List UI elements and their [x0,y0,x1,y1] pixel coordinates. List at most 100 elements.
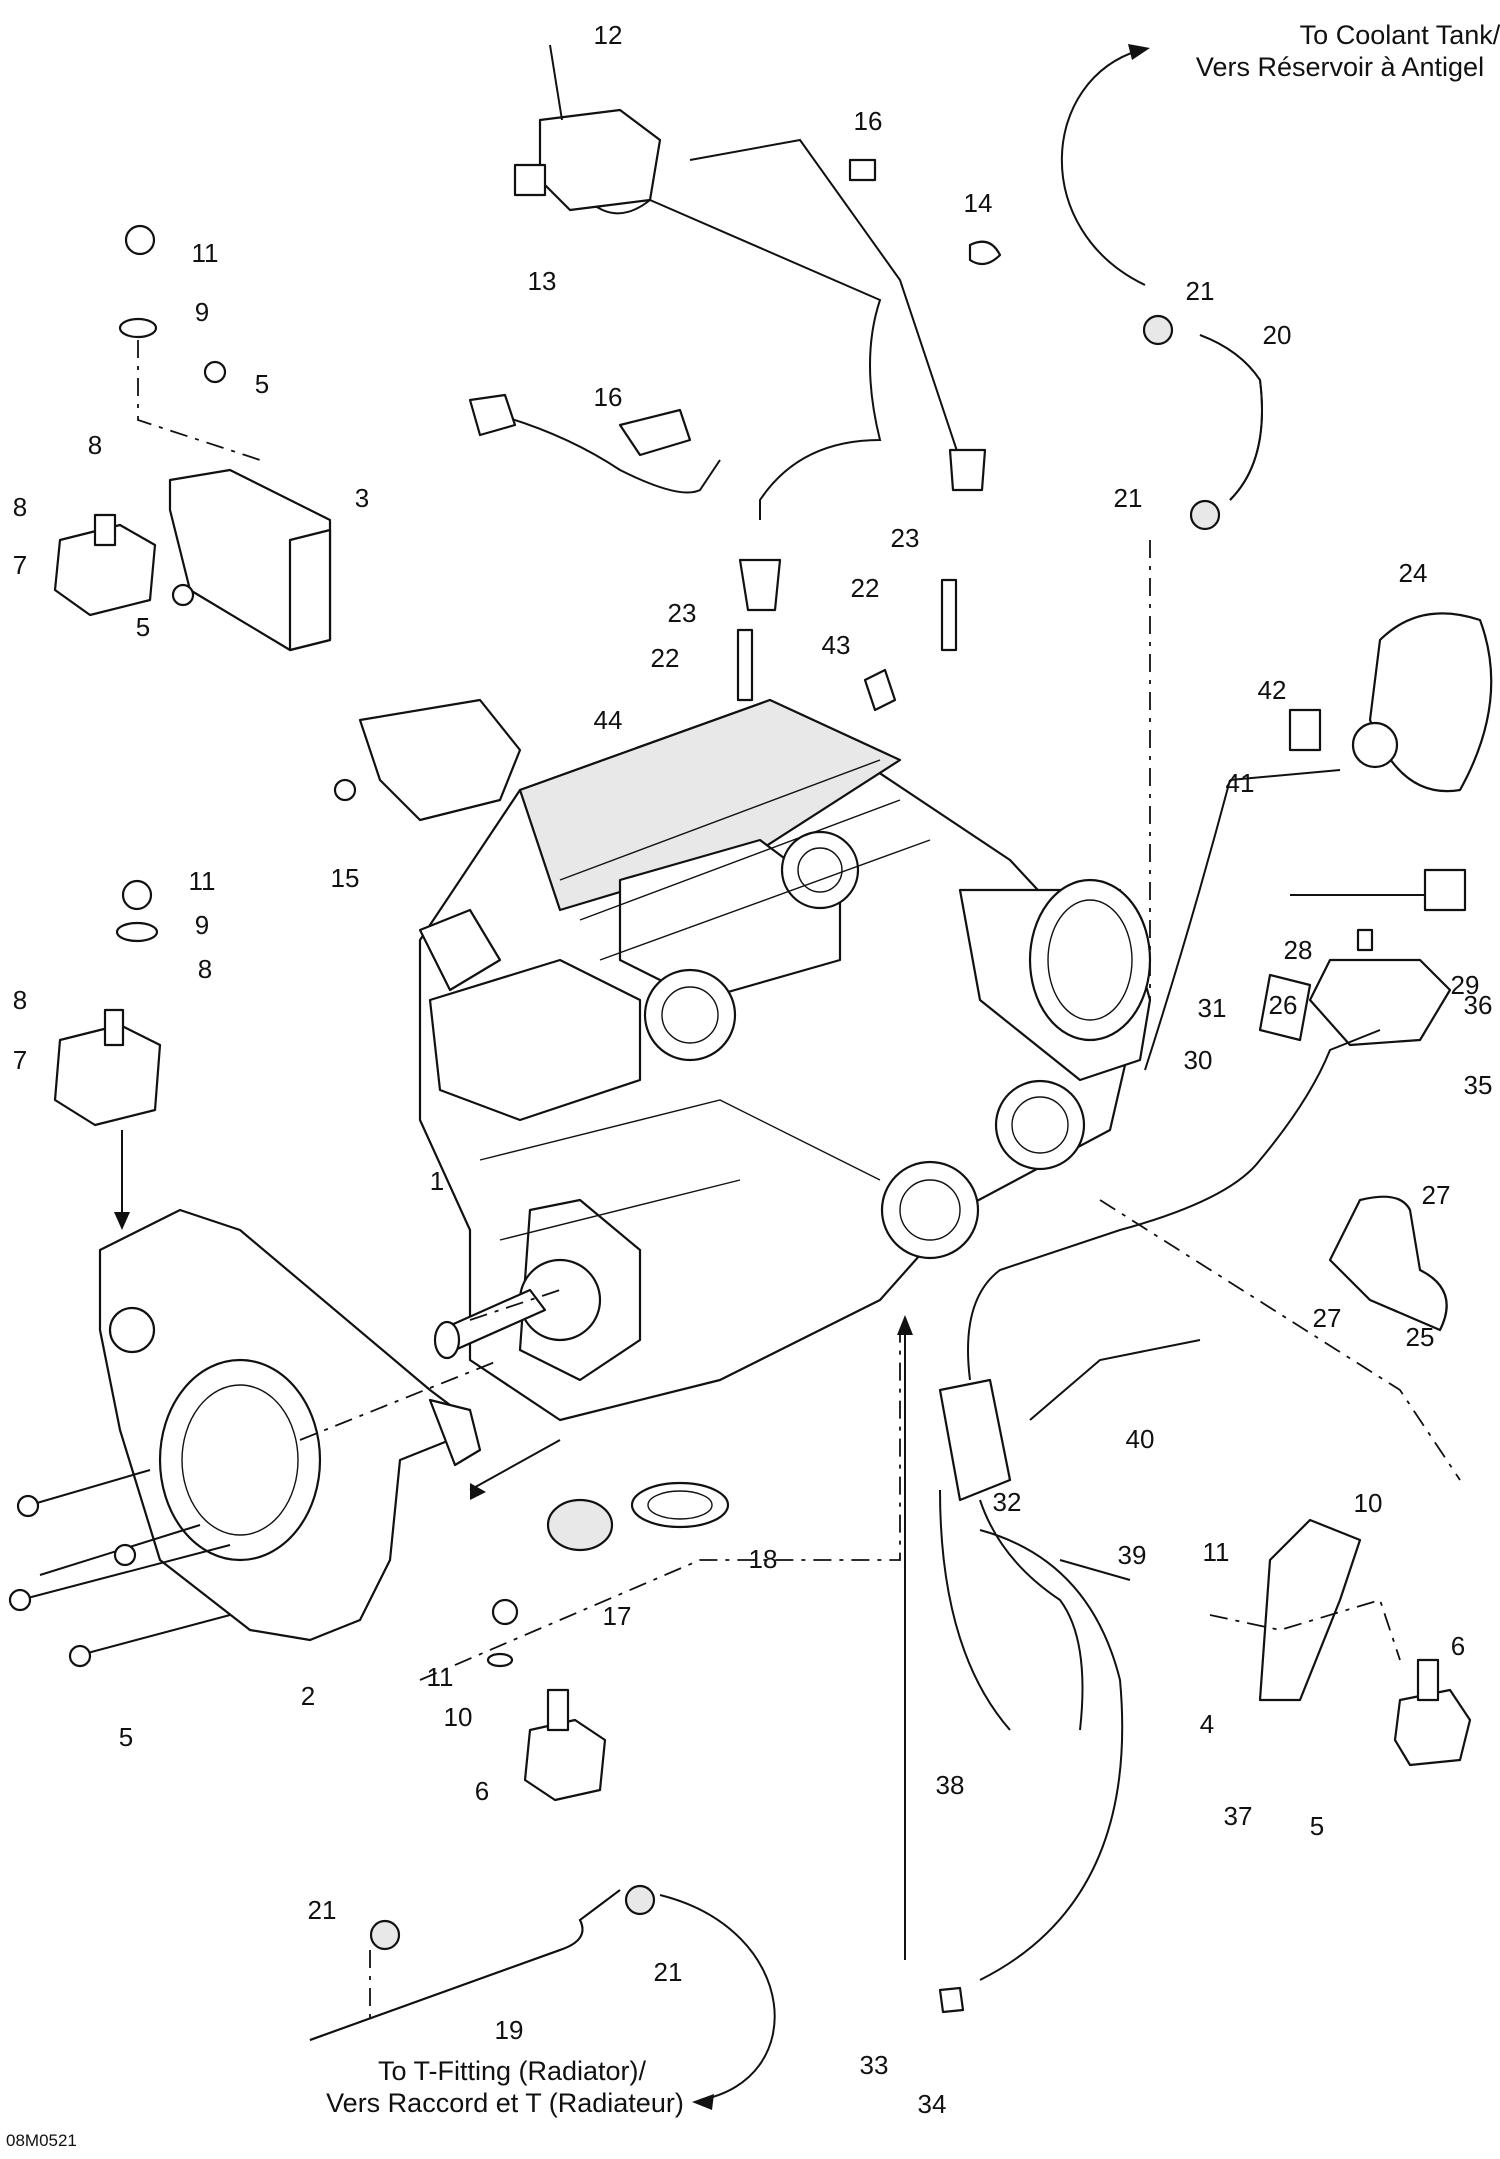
connector-29 [1423,868,1467,912]
fitting-43 [863,668,897,712]
spring-40 [1029,1339,1201,1421]
seal-18 [630,1481,730,1529]
sensor-16 [618,408,692,457]
callout-3: 3 [355,483,369,513]
ferrule-33 [938,1986,965,2014]
t-fitting-arrow [659,1894,776,2101]
bolt-12 [549,44,563,121]
callout-42: 42 [1258,675,1287,705]
coolant-tank-arrow [1060,49,1146,286]
callout-35: 35 [1464,1070,1493,1100]
spring-39 [1059,1559,1131,1581]
coil-connector [513,163,547,197]
dash-leader-right [1099,1199,1461,1481]
callout-11: 11 [1203,1537,1230,1567]
coolant-tank-arrowhead [1128,44,1150,60]
callout-29: 29 [1451,970,1480,1000]
coolant-tank-note-fr: Vers Réservoir à Antigel [1196,52,1484,82]
callout-6: 6 [475,1776,489,1806]
callout-1: 1 [430,1166,444,1196]
spark-plug-wire-left [559,159,882,520]
callout-5: 5 [136,612,150,642]
callout-22: 22 [851,573,880,603]
callout-32: 32 [993,1487,1022,1517]
callout-5: 5 [255,369,269,399]
callout-16: 16 [854,106,883,136]
callout-7: 7 [13,550,27,580]
callout-26: 26 [1269,990,1298,1020]
lower-mount-center [486,1598,607,1802]
cable-assembly [897,1029,1381,2014]
callout-23: 23 [891,523,920,553]
callout-20: 20 [1263,320,1292,350]
solenoid-26 [1308,958,1452,1047]
callout-18: 18 [749,1544,778,1574]
right-side-parts [1144,612,1493,1767]
drawing-code: 08M0521 [6,2131,77,2150]
callout-8: 8 [198,954,212,984]
coolant-tank-note-en: To Coolant Tank/ [1300,20,1500,50]
callout-36: 36 [1464,990,1493,1020]
callout-24: 24 [1399,558,1428,588]
bracket-4 [1258,1518,1362,1702]
callout-15: 15 [331,863,360,893]
spark-plug-cap-right [948,448,987,492]
callout-9: 9 [195,910,209,940]
callout-10: 10 [1354,1488,1383,1518]
callout-38: 38 [936,1770,965,1800]
callout-27: 27 [1313,1303,1342,1333]
sensor-bracket-15 [358,698,522,822]
callout-2: 2 [301,1681,315,1711]
callout-11: 11 [189,866,216,896]
coolant-hose-19 [309,1884,656,2041]
callout-30: 30 [1184,1045,1213,1075]
callout-31: 31 [1198,993,1227,1023]
callout-8: 8 [88,430,102,460]
callout-28: 28 [1284,935,1313,965]
callout-27: 27 [1422,1180,1451,1210]
coolant-hose-20 [1142,314,1263,531]
bushing-42 [1288,708,1322,752]
callout-4: 4 [1200,1709,1214,1739]
callout-13: 13 [528,266,557,296]
callout-41: 41 [1226,768,1255,798]
callout-10: 10 [444,1702,473,1732]
callout-17: 17 [603,1601,632,1631]
bracket-31 [1258,973,1312,1042]
callout-19: 19 [495,2015,524,2045]
callout-6: 6 [1451,1631,1465,1661]
spark-plugs [736,578,958,712]
callout-23: 23 [668,598,697,628]
knock-sensor [468,393,517,437]
clamp-14 [968,240,1002,266]
spark-plug-wire-right [689,138,961,461]
callout-21: 21 [654,1957,683,1987]
callout-25: 25 [1406,1322,1435,1352]
rope-handle-24 [1368,612,1493,793]
callout-22: 22 [651,643,680,673]
ignition-coil [538,108,662,212]
callout-11: 11 [427,1662,454,1692]
t-fitting-note-fr: Vers Raccord et T (Radiateur) [326,2088,684,2118]
spring-41 [1229,769,1341,781]
callout-40: 40 [1126,1424,1155,1454]
mount-6-right [1393,1688,1472,1767]
callout-9: 9 [195,297,209,327]
t-fitting-arrowhead [692,2094,714,2110]
callout-21: 21 [1186,276,1215,306]
callout-7: 7 [13,1045,27,1075]
callout-21: 21 [308,1895,337,1925]
callout-21: 21 [1114,483,1143,513]
sensor-harness [479,409,721,494]
callout-39: 39 [1118,1540,1147,1570]
callout-43: 43 [822,630,851,660]
callout-5: 5 [119,1722,133,1752]
plug-17 [546,1498,614,1552]
callout-14: 14 [964,188,993,218]
module-32 [938,1378,1012,1502]
t-fitting-note-en: To T-Fitting (Radiator)/ [378,2056,647,2086]
cap-28 [1356,928,1374,952]
callout-16: 16 [594,382,623,412]
